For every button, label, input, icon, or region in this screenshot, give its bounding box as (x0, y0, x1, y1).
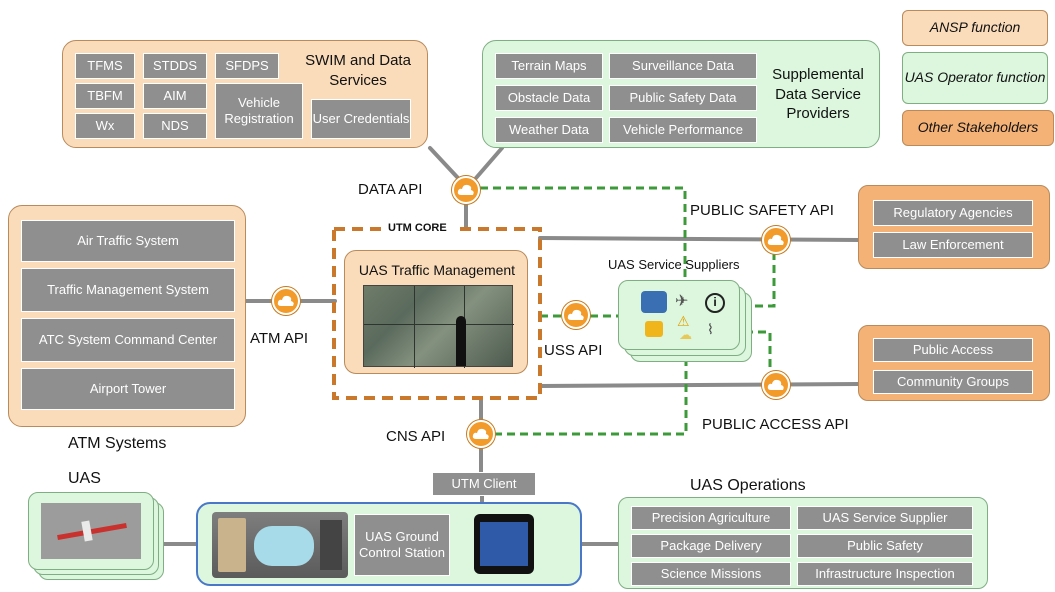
uas-traffic-management-panel[interactable]: UAS Traffic Management (344, 250, 528, 374)
law-enforcement-box: Law Enforcement (873, 232, 1033, 258)
uss-api-label: USS API (544, 342, 603, 359)
atm-api-cloud-icon (272, 287, 300, 315)
legend-other: Other Stakeholders (902, 110, 1054, 146)
supplemental-item-vehicle-performance: Vehicle Performance (609, 117, 757, 143)
atm-panel: Air Traffic System Traffic Management Sy… (8, 205, 246, 427)
public-access-api-label: PUBLIC ACCESS API (702, 416, 849, 433)
atm-item-airport-tower: Airport Tower (21, 368, 235, 410)
swim-item-vehicle-registration: Vehicle Registration (215, 83, 303, 139)
operations-panel: Precision Agriculture UAS Service Suppli… (618, 497, 988, 589)
control-station-image (212, 512, 348, 578)
data-api-label: DATA API (358, 181, 423, 198)
regulatory-agencies-box: Regulatory Agencies (873, 200, 1033, 226)
public-access-panel: Public Access Community Groups (858, 325, 1050, 401)
utm-client-box: UTM Client (432, 472, 536, 496)
uas-traffic-management-title: UAS Traffic Management (358, 262, 516, 278)
public-access-api-cloud-icon (762, 371, 790, 399)
radar-icon (641, 291, 667, 313)
swim-item-tbfm: TBFM (75, 83, 135, 109)
swim-item-stdds: STDDS (143, 53, 207, 79)
atm-api-label: ATM API (250, 330, 309, 347)
ops-science-missions: Science Missions (631, 562, 791, 586)
traffic-management-image (363, 285, 514, 368)
swim-title: SWIM and Data Services (305, 52, 411, 89)
swim-item-user-credentials: User Credentials (311, 99, 411, 139)
public-safety-panel: Regulatory Agencies Law Enforcement (858, 185, 1050, 269)
atm-title: ATM Systems (68, 435, 167, 452)
ops-public-safety: Public Safety (797, 534, 973, 558)
public-access-box: Public Access (873, 338, 1033, 362)
swim-item-tfms: TFMS (75, 53, 135, 79)
ground-control-panel: UAS Ground Control Station (196, 502, 582, 586)
swim-item-wx: Wx (75, 113, 135, 139)
supplemental-item-public-safety-data: Public Safety Data (609, 85, 757, 111)
warning-icon: ⚠ (677, 313, 690, 329)
tablet-icon (474, 514, 534, 574)
public-safety-api-cloud-icon (762, 226, 790, 254)
cns-api-label: CNS API (386, 428, 446, 445)
signal-icon: ⌇ (707, 321, 714, 337)
data-api-cloud-icon (452, 176, 480, 204)
info-icon: i (705, 293, 725, 313)
supplemental-item-obstacle-data: Obstacle Data (495, 85, 603, 111)
cns-api-cloud-icon (467, 420, 495, 448)
ground-control-station-box: UAS Ground Control Station (354, 514, 450, 576)
uas-panel (28, 492, 154, 570)
supplemental-item-surveillance-data: Surveillance Data (609, 53, 757, 79)
ops-package-delivery: Package Delivery (631, 534, 791, 558)
ops-precision-agriculture: Precision Agriculture (631, 506, 791, 530)
swim-item-nds: NDS (143, 113, 207, 139)
atm-item-traffic-management-system: Traffic Management System (21, 268, 235, 312)
uss-title: UAS Service Suppliers (608, 257, 740, 272)
lock-icon (645, 321, 663, 337)
uas-title: UAS (68, 470, 101, 487)
ops-uas-service-supplier: UAS Service Supplier (797, 506, 973, 530)
swim-panel: TFMS STDDS SFDPS TBFM AIM Vehicle Regist… (62, 40, 428, 148)
supplemental-item-weather-data: Weather Data (495, 117, 603, 143)
uss-panel[interactable]: ✈ ⚠ ☁ i ⌇ (618, 280, 740, 350)
community-groups-box: Community Groups (873, 370, 1033, 394)
supplemental-panel: Terrain Maps Surveillance Data Obstacle … (482, 40, 880, 148)
operations-title: UAS Operations (690, 477, 806, 494)
legend-ansp: ANSP function (902, 10, 1048, 46)
weather-icon: ☁ (679, 327, 692, 342)
aircraft-icon: ✈ (675, 293, 689, 310)
utm-core-label: UTM CORE (382, 222, 453, 234)
uss-api-cloud-icon (562, 301, 590, 329)
legend-operator: UAS Operator function (902, 52, 1048, 104)
atm-item-atc-command-center: ATC System Command Center (21, 318, 235, 362)
atm-item-air-traffic-system: Air Traffic System (21, 220, 235, 262)
swim-item-aim: AIM (143, 83, 207, 109)
ops-infrastructure-inspection: Infrastructure Inspection (797, 562, 973, 586)
supplemental-title: Supplemental Data Service Providers (772, 66, 864, 122)
supplemental-item-terrain-maps: Terrain Maps (495, 53, 603, 79)
swim-item-sfdps: SFDPS (215, 53, 279, 79)
uas-aircraft-image (41, 503, 141, 559)
public-safety-api-label: PUBLIC SAFETY API (690, 202, 834, 219)
